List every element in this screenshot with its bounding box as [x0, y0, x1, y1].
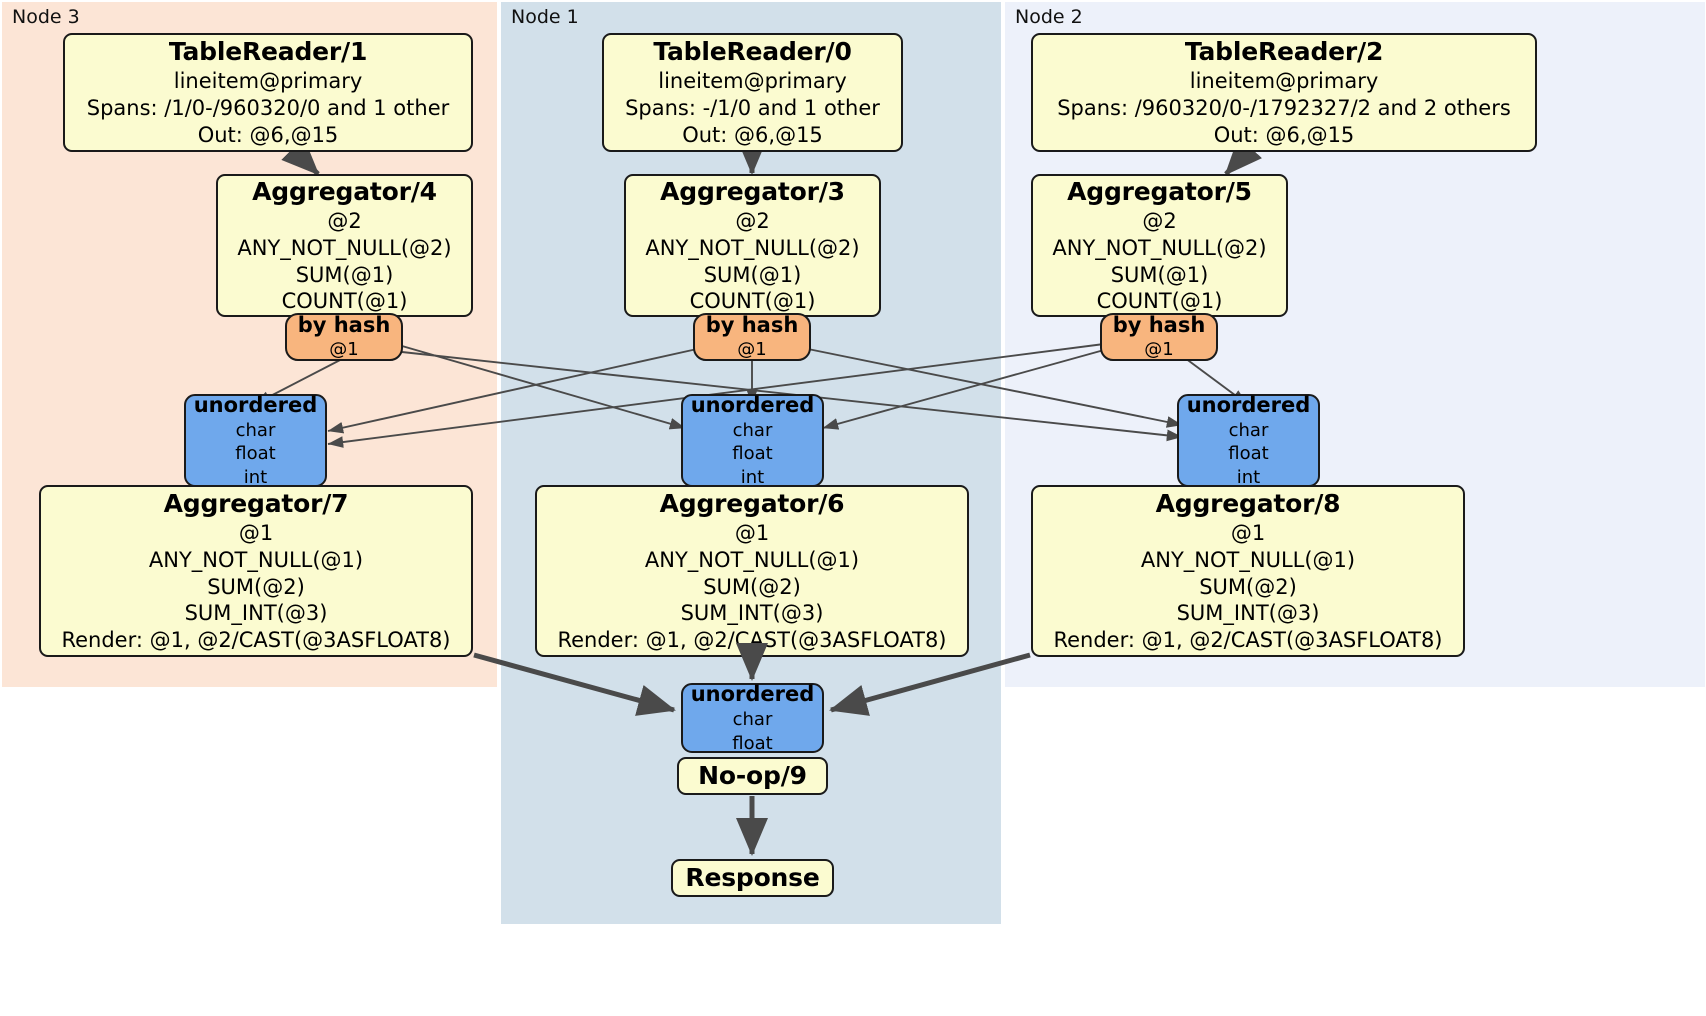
processor-aggregator-6[interactable]: Aggregator/6 @1 ANY_NOT_NULL(@1) SUM(@2)…: [535, 485, 969, 657]
router-title: by hash: [1112, 313, 1206, 338]
receiver-line: float: [732, 732, 773, 754]
router-by-hash-right[interactable]: by hash @1: [1100, 313, 1218, 361]
router-line: @1: [737, 338, 767, 360]
receiver-unordered-middle[interactable]: unordered char float int: [681, 392, 824, 488]
processor-line: SUM(@1): [1110, 262, 1209, 287]
cluster-node-2-label: Node 2: [1015, 6, 1083, 28]
processor-line: @1: [734, 520, 770, 545]
processor-line: ANY_NOT_NULL(@1): [148, 547, 364, 572]
processor-line: @1: [1230, 520, 1266, 545]
processor-line: SUM_INT(@3): [680, 601, 824, 626]
processor-line: ANY_NOT_NULL(@2): [645, 235, 860, 260]
processor-line: SUM(@1): [703, 262, 802, 287]
processor-line: SUM(@2): [703, 574, 801, 599]
receiver-line: int: [740, 466, 765, 488]
processor-line: COUNT(@1): [281, 289, 408, 314]
processor-table-reader-0[interactable]: TableReader/0 lineitem@primary Spans: -/…: [602, 33, 903, 152]
processor-title: TableReader/2: [1184, 37, 1384, 67]
receiver-unordered-right[interactable]: unordered char float int: [1177, 392, 1320, 488]
processor-line: SUM(@2): [1199, 574, 1297, 599]
receiver-line: int: [1236, 466, 1261, 488]
receiver-line: char: [235, 420, 276, 442]
processor-line: @2: [1142, 208, 1177, 233]
cluster-node-1-label: Node 1: [511, 6, 579, 28]
processor-line: @2: [327, 208, 362, 233]
processor-title: TableReader/0: [653, 37, 852, 67]
processor-title: Aggregator/8: [1155, 488, 1341, 518]
processor-table-reader-1[interactable]: TableReader/1 lineitem@primary Spans: /1…: [63, 33, 473, 152]
processor-aggregator-8[interactable]: Aggregator/8 @1 ANY_NOT_NULL(@1) SUM(@2)…: [1031, 485, 1465, 657]
receiver-line: float: [732, 443, 773, 465]
receiver-title: unordered: [690, 392, 815, 417]
processor-title: Aggregator/7: [163, 488, 349, 518]
processor-line: Out: @6,@15: [682, 122, 823, 147]
processor-response[interactable]: Response: [671, 859, 834, 897]
processor-table-reader-2[interactable]: TableReader/2 lineitem@primary Spans: /9…: [1031, 33, 1537, 152]
processor-line: Render: @1, @2/CAST(@3ASFLOAT8): [61, 628, 451, 653]
processor-title: TableReader/1: [168, 37, 368, 67]
processor-line: SUM(@2): [207, 574, 305, 599]
receiver-unordered-final[interactable]: unordered char float: [681, 681, 824, 754]
processor-line: lineitem@primary: [173, 69, 363, 94]
processor-line: ANY_NOT_NULL(@1): [644, 547, 860, 572]
processor-line: SUM_INT(@3): [1176, 601, 1320, 626]
processor-title: Aggregator/3: [660, 176, 845, 206]
processor-title: No-op/9: [698, 761, 807, 790]
processor-line: Out: @6,@15: [197, 122, 339, 147]
processor-line: Out: @6,@15: [1213, 122, 1355, 147]
processor-line: lineitem@primary: [658, 69, 847, 94]
receiver-unordered-left[interactable]: unordered char float int: [184, 392, 327, 488]
processor-line: Render: @1, @2/CAST(@3ASFLOAT8): [557, 628, 947, 653]
processor-line: ANY_NOT_NULL(@1): [1140, 547, 1356, 572]
processor-line: ANY_NOT_NULL(@2): [237, 235, 452, 260]
receiver-line: char: [732, 420, 773, 442]
receiver-line: char: [1228, 420, 1269, 442]
receiver-line: float: [235, 443, 276, 465]
processor-line: Render: @1, @2/CAST(@3ASFLOAT8): [1053, 628, 1443, 653]
processor-line: @1: [238, 520, 274, 545]
processor-line: Spans: -/1/0 and 1 other: [625, 96, 880, 121]
processor-line: Spans: /960320/0-/1792327/2 and 2 others: [1057, 96, 1511, 121]
processor-aggregator-4[interactable]: Aggregator/4 @2 ANY_NOT_NULL(@2) SUM(@1)…: [216, 174, 473, 317]
router-line: @1: [329, 338, 359, 360]
processor-title: Aggregator/6: [659, 488, 845, 518]
processor-title: Aggregator/4: [252, 176, 437, 206]
processor-title: Response: [685, 863, 820, 892]
receiver-title: unordered: [193, 392, 318, 417]
receiver-line: char: [732, 709, 773, 731]
router-by-hash-middle[interactable]: by hash @1: [693, 313, 811, 361]
router-title: by hash: [705, 313, 799, 338]
cluster-node-3-label: Node 3: [12, 6, 80, 28]
processor-line: COUNT(@1): [689, 289, 816, 314]
receiver-title: unordered: [1186, 392, 1311, 417]
processor-line: lineitem@primary: [1189, 69, 1379, 94]
processor-aggregator-7[interactable]: Aggregator/7 @1 ANY_NOT_NULL(@1) SUM(@2)…: [39, 485, 473, 657]
processor-line: @2: [735, 208, 770, 233]
processor-noop-9[interactable]: No-op/9: [677, 757, 828, 795]
router-title: by hash: [297, 313, 391, 338]
processor-title: Aggregator/5: [1067, 176, 1252, 206]
processor-aggregator-5[interactable]: Aggregator/5 @2 ANY_NOT_NULL(@2) SUM(@1)…: [1031, 174, 1288, 317]
receiver-title: unordered: [690, 681, 815, 706]
receiver-line: float: [1228, 443, 1269, 465]
processor-line: Spans: /1/0-/960320/0 and 1 other: [86, 96, 450, 121]
processor-aggregator-3[interactable]: Aggregator/3 @2 ANY_NOT_NULL(@2) SUM(@1)…: [624, 174, 881, 317]
processor-line: SUM(@1): [295, 262, 394, 287]
processor-line: SUM_INT(@3): [184, 601, 328, 626]
router-by-hash-left[interactable]: by hash @1: [285, 313, 403, 361]
router-line: @1: [1144, 338, 1174, 360]
processor-line: ANY_NOT_NULL(@2): [1052, 235, 1267, 260]
receiver-line: int: [243, 466, 268, 488]
processor-line: COUNT(@1): [1096, 289, 1223, 314]
